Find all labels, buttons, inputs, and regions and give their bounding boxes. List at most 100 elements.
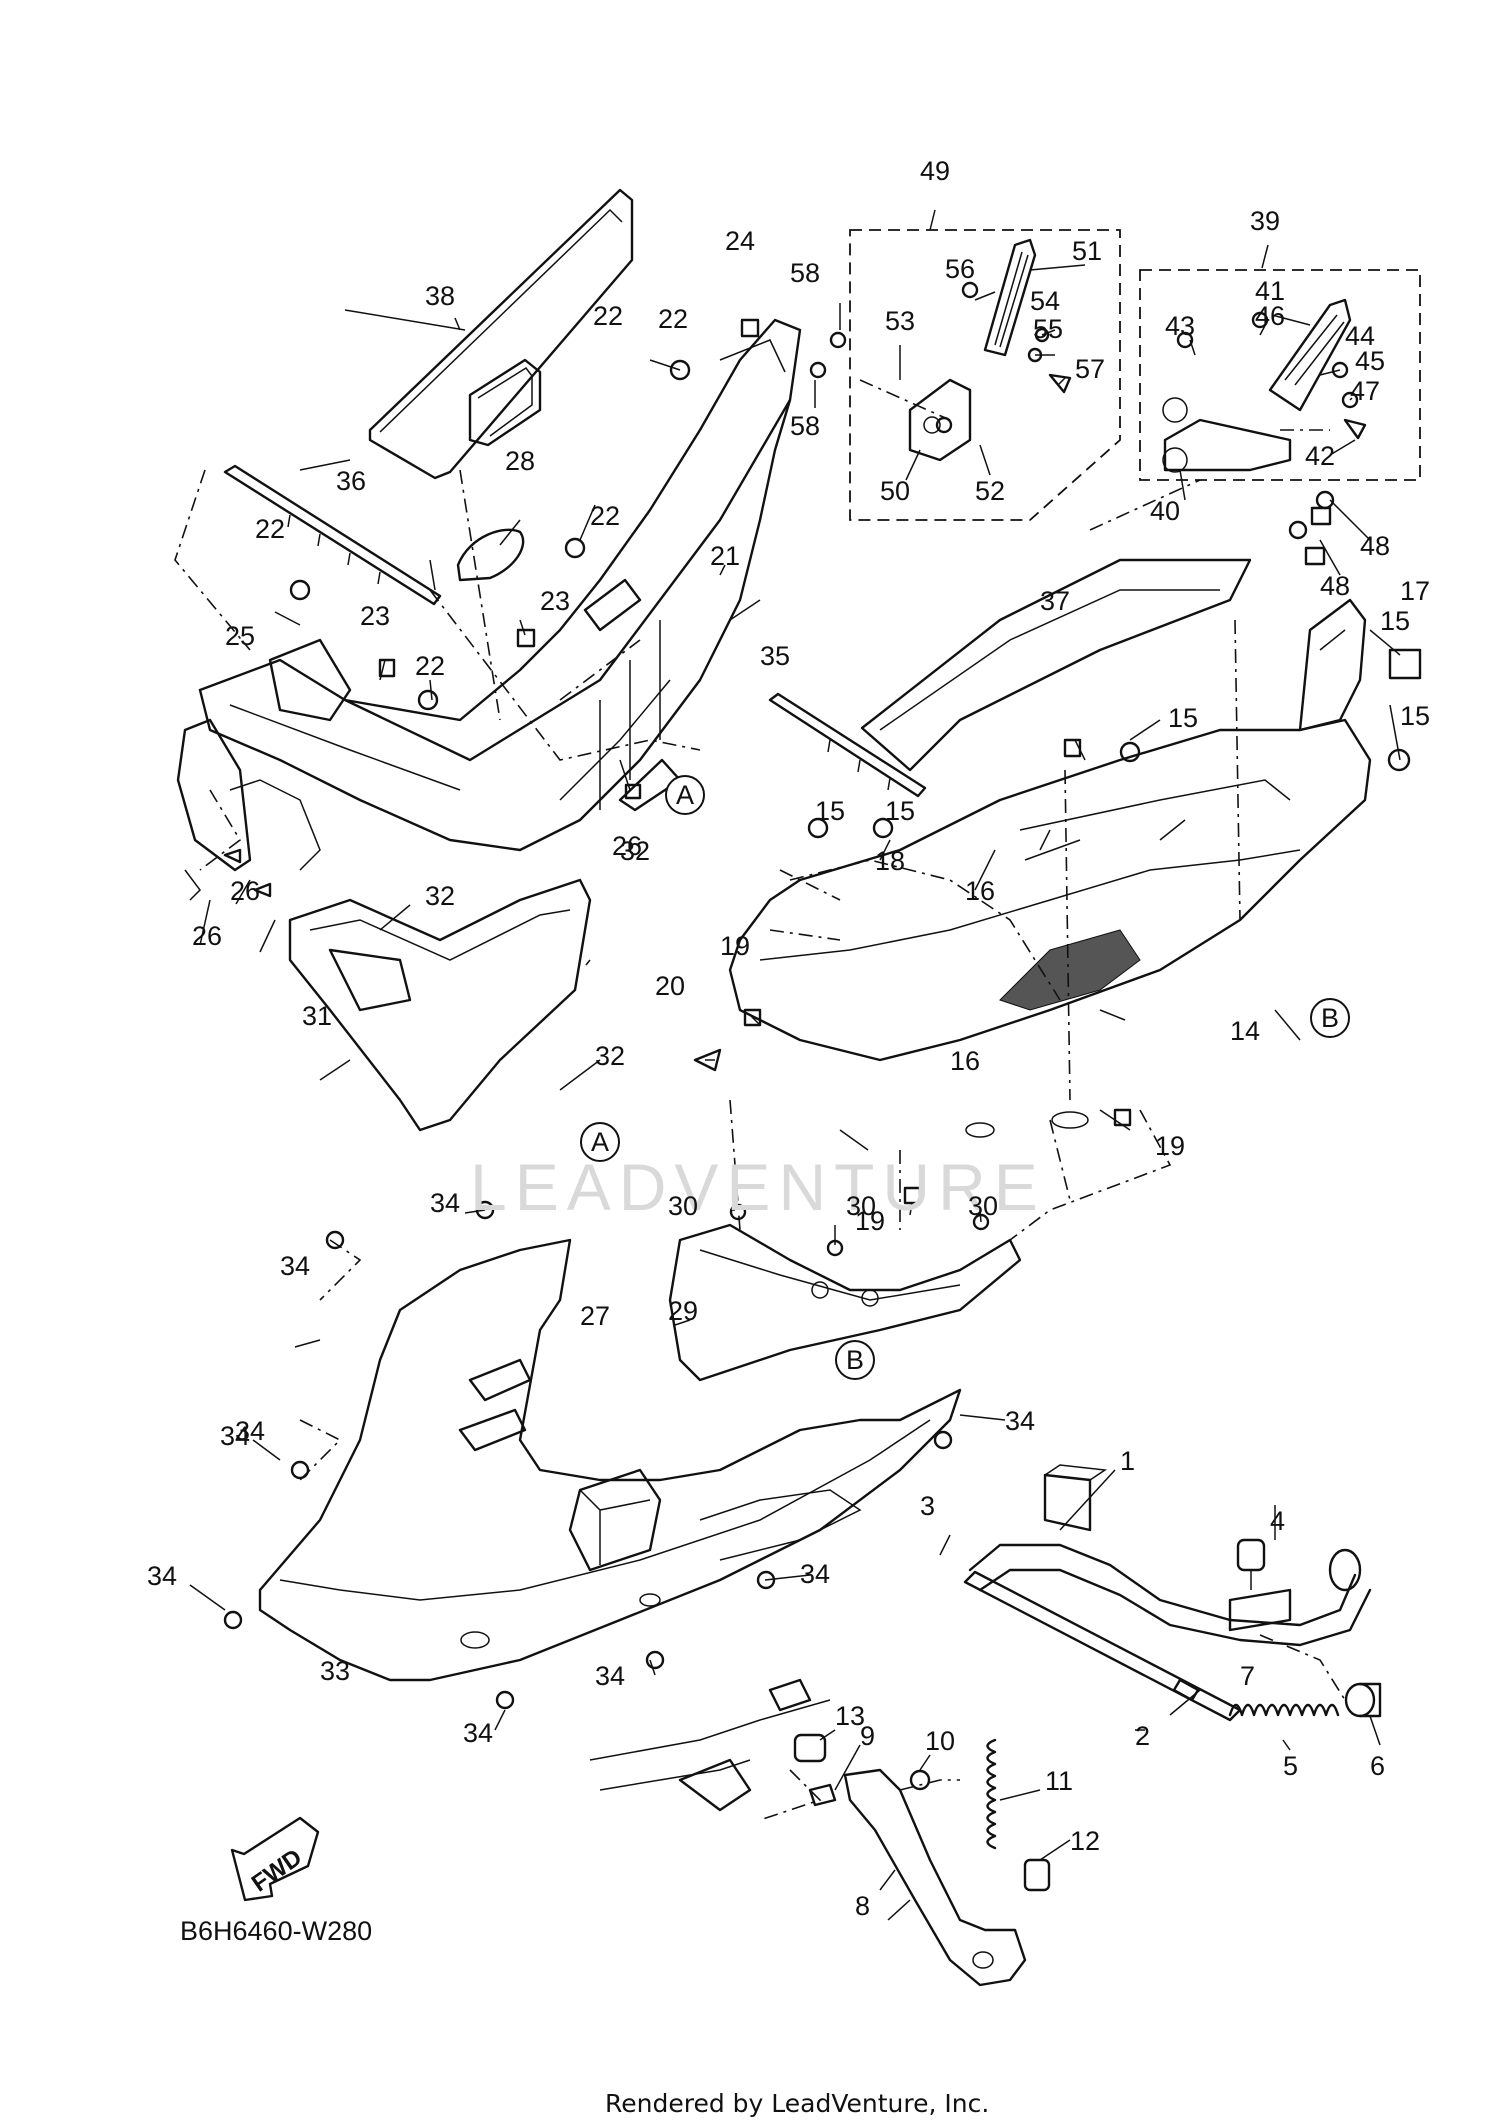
callout-b-2: B: [1310, 998, 1350, 1038]
part-label-35: 35: [760, 641, 790, 671]
part-label-17: 17: [1400, 576, 1430, 606]
part-4-shape: [1236, 1538, 1266, 1590]
part-label-16: 16: [950, 1046, 980, 1076]
part-label-55: 55: [1033, 314, 1063, 344]
part-2-shape: [963, 1570, 1242, 1722]
part-label-43: 43: [1165, 311, 1195, 341]
part-label-58: 58: [790, 411, 820, 441]
part-31-shape: [288, 878, 592, 1132]
part-label-15: 15: [1400, 701, 1430, 731]
part-label-41: 41: [1255, 276, 1285, 306]
part-label-31: 31: [302, 1001, 332, 1031]
part-label-2: 2: [1135, 1721, 1150, 1751]
fwd-label: FWD: [247, 1844, 307, 1897]
callout-circle: [1310, 998, 1350, 1038]
part-label-44: 44: [1345, 321, 1375, 351]
leader-lines: [189, 209, 1401, 1921]
part-label-19: 19: [1155, 1131, 1185, 1161]
part-8-shape: [843, 1768, 1027, 1987]
kit-39-box: [1139, 269, 1421, 481]
part-label-21: 21: [710, 541, 740, 571]
callout-letter: A: [676, 780, 694, 810]
part-5-shape: [1228, 1703, 1340, 1717]
part-29-shape: [668, 1223, 1022, 1382]
callout-b-2: B: [835, 1340, 875, 1380]
part-label-22: 22: [658, 304, 688, 334]
part-label-40: 40: [1150, 496, 1180, 526]
part-label-30: 30: [668, 1191, 698, 1221]
part-label-26: 26: [230, 876, 260, 906]
part-label-34: 34: [280, 1251, 310, 1281]
part-label-51: 51: [1072, 236, 1102, 266]
callout-a-1: A: [665, 775, 705, 815]
part-label-30: 30: [846, 1191, 876, 1221]
part-36-shape: [223, 464, 442, 606]
part-1-shape: [968, 1464, 1372, 1647]
part-label-32: 32: [595, 1041, 625, 1071]
part-label-32: 32: [425, 881, 455, 911]
part-label-24: 24: [725, 226, 755, 256]
part-label-49: 49: [920, 156, 950, 186]
part-50-shape: [908, 378, 972, 462]
part-label-15: 15: [1168, 703, 1198, 733]
part-label-15: 15: [1380, 606, 1410, 636]
part-label-45: 45: [1355, 346, 1385, 376]
fasteners: [223, 281, 1422, 1710]
part-label-50: 50: [880, 476, 910, 506]
part-label-58: 58: [790, 258, 820, 288]
part-label-7: 7: [1240, 1661, 1255, 1691]
part-label-52: 52: [975, 476, 1005, 506]
part-11-shape: [986, 1738, 997, 1850]
part-label-34: 34: [1005, 1406, 1035, 1436]
callout-circle: [665, 775, 705, 815]
part-label-22: 22: [593, 301, 623, 331]
part-38-shape: [368, 188, 634, 480]
footer-credit: Rendered by LeadVenture, Inc.: [605, 2089, 989, 2118]
part-label-38: 38: [425, 281, 455, 311]
part-label-22: 22: [255, 514, 285, 544]
part-label-53: 53: [885, 306, 915, 336]
reference-lines: [174, 379, 1346, 1821]
part-label-11: 11: [1045, 1766, 1073, 1796]
part-label-28: 28: [505, 446, 535, 476]
part-label-22: 22: [415, 651, 445, 681]
part-label-30: 30: [968, 1191, 998, 1221]
part-label-19: 19: [720, 931, 750, 961]
part-27-shape: [176, 718, 321, 901]
part-6-shape: [1344, 1682, 1382, 1718]
part-label-33: 33: [320, 1656, 350, 1686]
part-label-20: 20: [655, 971, 685, 1001]
part-label-56: 56: [945, 254, 975, 284]
callout-letter: B: [1321, 1003, 1339, 1033]
part-label-15: 15: [815, 796, 845, 826]
part-label-14: 14: [1230, 1016, 1260, 1046]
part-label-25: 25: [225, 621, 255, 651]
parts-line-art: [174, 188, 1422, 1987]
part-35-shape: [768, 692, 927, 798]
part-label-34: 34: [220, 1421, 250, 1451]
part-28-shape: [456, 528, 525, 582]
part-14-shape: [728, 598, 1372, 1138]
part-label-22: 22: [590, 501, 620, 531]
callout-circle: [835, 1340, 875, 1380]
frame-bracket-reference: [589, 1678, 831, 1812]
watermark: LEADVENTURE: [470, 1150, 1046, 1224]
part-label-57: 57: [1075, 354, 1105, 384]
callout-circle: [580, 1122, 620, 1162]
part-51-shape: [983, 238, 1037, 357]
diagram-code: B6H6460-W280: [180, 1916, 372, 1946]
part-label-18: 18: [875, 846, 905, 876]
part-label-26: 26: [612, 831, 642, 861]
callout-a-1: A: [580, 1122, 620, 1162]
part-label-23: 23: [360, 601, 390, 631]
part-21-shape: [198, 318, 802, 852]
part-label-36: 36: [336, 466, 366, 496]
part-label-54: 54: [1030, 286, 1060, 316]
callout-letter: B: [846, 1345, 864, 1375]
part-label-6: 6: [1370, 1751, 1385, 1781]
part-label-34: 34: [800, 1559, 830, 1589]
part-label-10: 10: [925, 1726, 955, 1756]
part-label-34: 34: [147, 1561, 177, 1591]
part-37-shape: [860, 558, 1252, 772]
